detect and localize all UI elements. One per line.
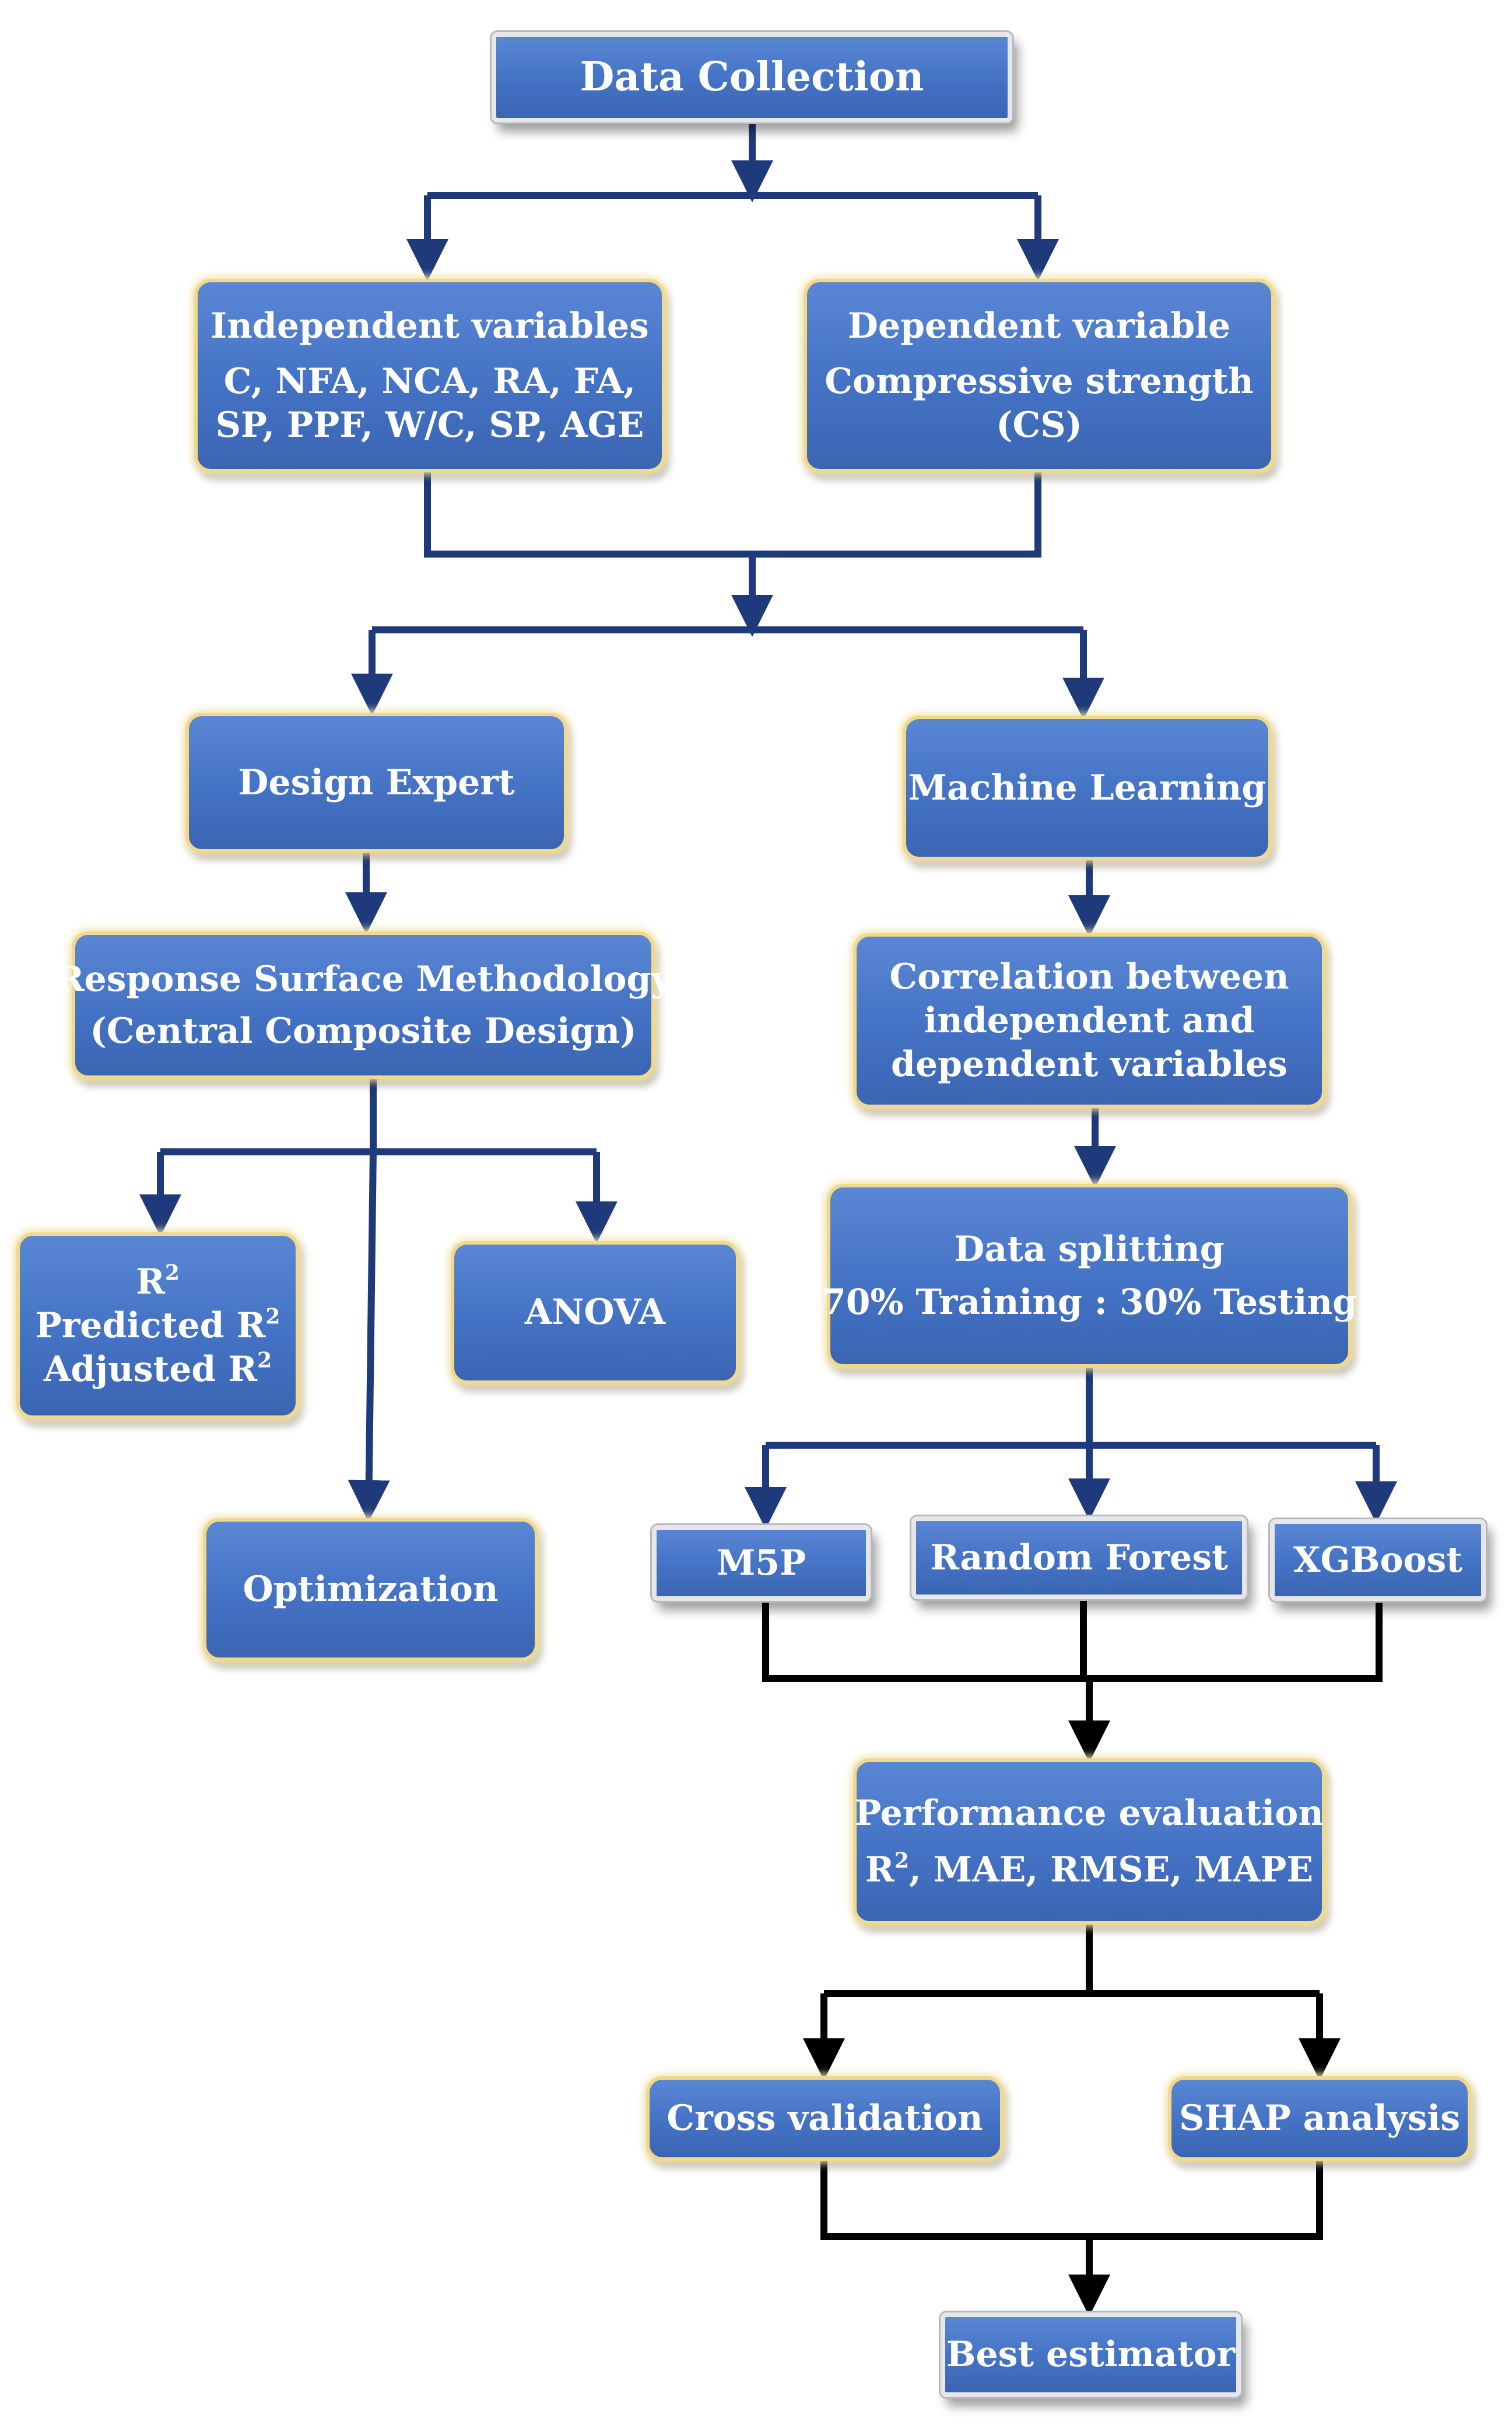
performance-metrics-line: R2, MAE, RMSE, MAPE	[865, 1848, 1313, 1892]
performance-r: R	[865, 1849, 894, 1890]
independent-variables-line3: SP, PPF, W/C, SP, AGE	[215, 404, 644, 446]
shap-analysis-label: SHAP analysis	[1179, 2098, 1460, 2139]
merge-models	[762, 1601, 1383, 1682]
optimization-box: Optimization	[203, 1518, 538, 1661]
correlation-box: Correlation between independent and depe…	[853, 933, 1325, 1108]
anova-box: ANOVA	[451, 1241, 739, 1384]
r-squared-r: R	[136, 1261, 165, 1302]
m5p-label: M5P	[716, 1542, 806, 1583]
anova-label: ANOVA	[524, 1292, 666, 1333]
cross-validation-box: Cross validation	[646, 2076, 1004, 2161]
independent-variables-line2: C, NFA, NCA, RA, FA,	[223, 360, 636, 402]
correlation-line1: Correlation between	[889, 956, 1289, 997]
r-squared-box: R2 Predicted R2 Adjusted R2	[16, 1232, 299, 1419]
r-squared-superscript: 2	[164, 1260, 180, 1285]
rsm-box: Response Surface Methodology (Central Co…	[55, 931, 671, 1079]
xgboost-label: XGBoost	[1293, 1539, 1463, 1581]
independent-variables-box: Independent variables C, NFA, NCA, RA, F…	[194, 279, 665, 472]
predicted-r-superscript: 2	[265, 1304, 280, 1329]
correlation-line2: independent and	[924, 1000, 1255, 1041]
merge-evaluation	[820, 2161, 1323, 2240]
correlation-line3: dependent variables	[891, 1043, 1288, 1085]
dependent-variable-line2: Compressive strength	[825, 360, 1254, 402]
adjusted-r-superscript: 2	[257, 1348, 272, 1373]
shap-analysis-box: SHAP analysis	[1168, 2076, 1471, 2161]
data-collection-label: Data Collection	[580, 54, 924, 100]
performance-evaluation-box: Performance evaluation R2, MAE, RMSE, MA…	[853, 1758, 1325, 1925]
design-expert-label: Design Expert	[238, 762, 515, 803]
predicted-r-label: Predicted R	[35, 1305, 266, 1346]
rsm-line1: Response Surface Methodology	[55, 958, 672, 1000]
data-splitting-box: Data splitting 70% Training : 30% Testin…	[822, 1184, 1357, 1368]
rsm-line2: (Central Composite Design)	[90, 1010, 637, 1052]
random-forest-box: Random Forest	[911, 1516, 1247, 1599]
adjusted-r-squared-line: Adjusted R2	[44, 1348, 272, 1392]
random-forest-label: Random Forest	[930, 1537, 1228, 1578]
machine-learning-box: Machine Learning	[903, 716, 1272, 860]
data-splitting-ratio: 70% Training : 30% Testing	[821, 1281, 1357, 1323]
xgboost-box: XGBoost	[1270, 1519, 1486, 1601]
data-splitting-title: Data splitting	[954, 1228, 1225, 1270]
predicted-r-squared-line: Predicted R2	[36, 1304, 280, 1348]
optimization-label: Optimization	[243, 1569, 499, 1610]
best-estimator-label: Best estimator	[946, 2334, 1236, 2375]
independent-variables-title: Independent variables	[211, 305, 649, 346]
data-collection-box: Data Collection	[492, 32, 1012, 122]
dependent-variable-title: Dependent variable	[847, 305, 1231, 346]
r-squared-line: R2	[136, 1260, 180, 1304]
design-expert-box: Design Expert	[185, 713, 567, 853]
performance-evaluation-title: Performance evaluation	[855, 1792, 1324, 1834]
dependent-variable-box: Dependent variable Compressive strength …	[804, 279, 1275, 472]
arrow-to-optimization	[348, 1151, 390, 1522]
best-estimator-box: Best estimator	[941, 2312, 1241, 2397]
performance-r-superscript: 2	[894, 1848, 909, 1873]
merge-variables	[424, 472, 1041, 558]
adjusted-r-label: Adjusted R	[43, 1348, 258, 1390]
m5p-box: M5P	[652, 1525, 871, 1601]
machine-learning-label: Machine Learning	[908, 767, 1267, 808]
performance-metrics: , MAE, RMSE, MAPE	[908, 1849, 1314, 1890]
cross-validation-label: Cross validation	[666, 2098, 983, 2139]
dependent-variable-line3: (CS)	[996, 404, 1082, 446]
